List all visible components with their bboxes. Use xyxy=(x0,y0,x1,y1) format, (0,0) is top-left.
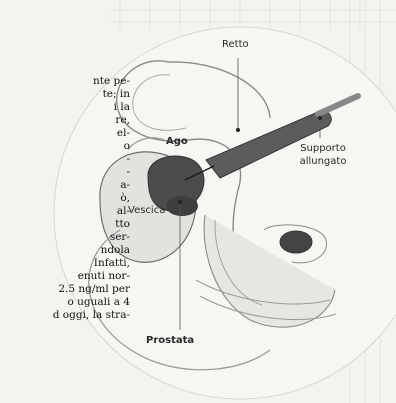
text-line: te; in xyxy=(103,88,130,101)
text-line: tto xyxy=(115,218,130,231)
label-vescica: Vescica xyxy=(128,206,165,216)
text-line: 2.5 ng/ml per xyxy=(58,283,130,296)
text-line: o uguali a 4 xyxy=(68,296,131,309)
text-line: ser- xyxy=(110,231,130,244)
text-line: - xyxy=(126,153,130,166)
text-line: enuti nor- xyxy=(78,270,130,283)
text-line: o xyxy=(124,140,130,153)
label-supporto-line1: Supporto xyxy=(300,143,346,154)
text-line: i la xyxy=(114,101,130,114)
supporto-leader-dot xyxy=(318,116,322,120)
text-line: ò, xyxy=(120,192,130,205)
text-line: a- xyxy=(120,179,130,192)
label-ago: Ago xyxy=(166,137,188,147)
text-line: Infatti, xyxy=(94,257,130,270)
text-line: d oggi, la stra- xyxy=(53,309,130,322)
testis-shape xyxy=(280,231,312,253)
label-supporto-allungato: Supporto allungato xyxy=(290,142,356,168)
text-line: re, xyxy=(115,114,130,127)
text-line: el- xyxy=(117,127,130,140)
text-line: nte pe- xyxy=(93,75,130,88)
label-retto: Retto xyxy=(222,40,249,50)
label-supporto-line2: allungato xyxy=(300,156,347,167)
text-line: - xyxy=(126,166,130,179)
prostata-leader-dot xyxy=(178,200,182,204)
prostate-lobe xyxy=(166,196,198,216)
body-text-column: nte pe- te; in i la re, el- o - - a- ò, … xyxy=(0,0,130,403)
text-line: ndola xyxy=(101,244,130,257)
label-prostata: Prostata xyxy=(146,336,194,346)
retto-leader-dot xyxy=(236,128,240,132)
